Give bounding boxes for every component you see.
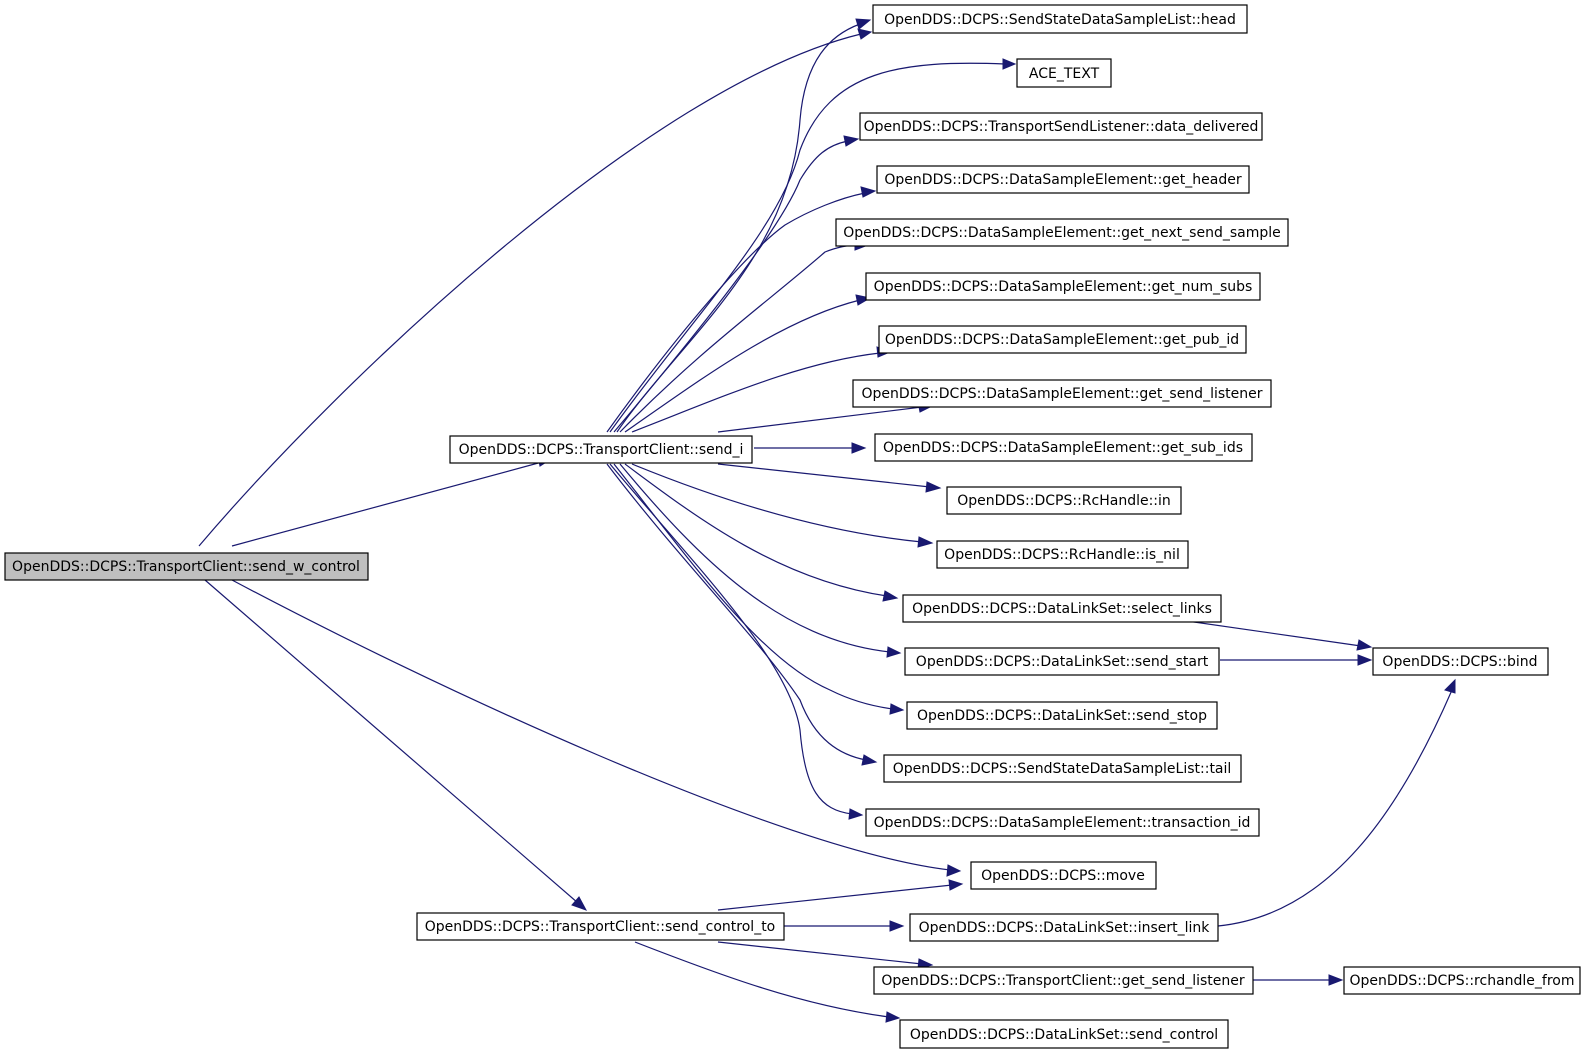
edge-send-w-control-to-head <box>198 28 873 547</box>
edge-send-w-control-to-send-control-to <box>204 579 588 911</box>
node-rc-in[interactable]: OpenDDS::DCPS::RcHandle::in <box>946 486 1182 515</box>
node-label-send-w-control: OpenDDS::DCPS::TransportClient::send_w_c… <box>12 559 360 575</box>
node-get-next-send-sample[interactable]: OpenDDS::DCPS::DataSampleElement::get_ne… <box>835 218 1289 247</box>
node-label-get-num-subs: OpenDDS::DCPS::DataSampleElement::get_nu… <box>874 279 1253 295</box>
edge-send-i-to-send-start <box>619 463 902 658</box>
node-label-get-pub-id: OpenDDS::DCPS::DataSampleElement::get_pu… <box>885 332 1239 348</box>
node-label-rchandle-from: OpenDDS::DCPS::rchandle_from <box>1349 973 1574 989</box>
node-tc-get-send-listener[interactable]: OpenDDS::DCPS::TransportClient::get_send… <box>873 966 1254 995</box>
edge-select-links-to-bind <box>1179 619 1373 651</box>
node-rchandle-from[interactable]: OpenDDS::DCPS::rchandle_from <box>1343 966 1581 995</box>
node-dse-get-send-listener[interactable]: OpenDDS::DCPS::DataSampleElement::get_se… <box>852 379 1272 408</box>
node-send-start[interactable]: OpenDDS::DCPS::DataLinkSet::send_start <box>904 647 1220 676</box>
node-ace-text[interactable]: ACE_TEXT <box>1016 58 1112 88</box>
edge-send-i-to-rc-in <box>717 463 942 493</box>
edge-send-i-to-transaction-id <box>609 463 864 820</box>
node-label-send-control: OpenDDS::DCPS::DataLinkSet::send_control <box>910 1027 1218 1043</box>
node-insert-link[interactable]: OpenDDS::DCPS::DataLinkSet::insert_link <box>909 913 1219 942</box>
call-edges <box>198 18 1456 1023</box>
node-label-data-delivered: OpenDDS::DCPS::TransportSendListener::da… <box>864 119 1259 135</box>
edge-send-i-to-select-links <box>624 463 899 602</box>
node-send-i[interactable]: OpenDDS::DCPS::TransportClient::send_i <box>449 435 753 464</box>
node-get-pub-id[interactable]: OpenDDS::DCPS::DataSampleElement::get_pu… <box>878 325 1247 354</box>
node-label-move: OpenDDS::DCPS::move <box>981 868 1145 884</box>
edge-send-control-to-to-tc-get-send-listener <box>717 941 934 970</box>
node-label-dse-get-send-listener: OpenDDS::DCPS::DataSampleElement::get_se… <box>862 386 1263 402</box>
node-rc-is-nil[interactable]: OpenDDS::DCPS::RcHandle::is_nil <box>936 540 1189 569</box>
node-get-num-subs[interactable]: OpenDDS::DCPS::DataSampleElement::get_nu… <box>865 272 1261 301</box>
edge-send-i-to-send-stop <box>613 463 905 715</box>
edge-send-i-to-ace-text <box>609 58 1017 433</box>
node-label-get-sub-ids: OpenDDS::DCPS::DataSampleElement::get_su… <box>883 440 1243 456</box>
edge-send-i-to-get-pub-id <box>631 346 892 433</box>
node-bind[interactable]: OpenDDS::DCPS::bind <box>1372 647 1549 676</box>
node-label-send-stop: OpenDDS::DCPS::DataLinkSet::send_stop <box>917 708 1207 724</box>
node-send-w-control[interactable]: OpenDDS::DCPS::TransportClient::send_w_c… <box>4 552 369 581</box>
node-label-ace-text: ACE_TEXT <box>1029 66 1100 82</box>
node-head[interactable]: OpenDDS::DCPS::SendStateDataSampleList::… <box>872 4 1248 34</box>
edge-send-i-to-data-delivered <box>613 135 860 433</box>
node-label-get-header: OpenDDS::DCPS::DataSampleElement::get_he… <box>884 172 1241 188</box>
node-data-delivered[interactable]: OpenDDS::DCPS::TransportSendListener::da… <box>859 112 1263 141</box>
node-label-rc-is-nil: OpenDDS::DCPS::RcHandle::is_nil <box>944 547 1180 563</box>
node-send-control-to[interactable]: OpenDDS::DCPS::TransportClient::send_con… <box>416 912 785 941</box>
node-label-tail: OpenDDS::DCPS::SendStateDataSampleList::… <box>893 761 1232 777</box>
edge-send-i-to-get-sub-ids <box>754 442 867 454</box>
node-label-select-links: OpenDDS::DCPS::DataLinkSet::select_links <box>912 601 1212 617</box>
node-label-tc-get-send-listener: OpenDDS::DCPS::TransportClient::get_send… <box>881 973 1245 989</box>
edge-send-start-to-bind <box>1220 654 1373 666</box>
edge-send-control-to-to-send-control <box>634 941 901 1023</box>
node-label-rc-in: OpenDDS::DCPS::RcHandle::in <box>957 493 1171 509</box>
node-label-bind: OpenDDS::DCPS::bind <box>1382 654 1537 670</box>
call-nodes: OpenDDS::DCPS::TransportClient::send_w_c… <box>4 4 1581 1049</box>
node-move[interactable]: OpenDDS::DCPS::move <box>970 861 1157 890</box>
edge-send-i-to-tail <box>606 463 878 766</box>
node-transaction-id[interactable]: OpenDDS::DCPS::DataSampleElement::transa… <box>865 808 1260 837</box>
edge-send-w-control-to-move <box>231 579 962 877</box>
node-label-head: OpenDDS::DCPS::SendStateDataSampleList::… <box>884 12 1236 28</box>
edge-send-control-to-to-move <box>717 879 964 911</box>
node-send-stop[interactable]: OpenDDS::DCPS::DataLinkSet::send_stop <box>906 701 1218 730</box>
node-tail[interactable]: OpenDDS::DCPS::SendStateDataSampleList::… <box>883 754 1242 783</box>
edge-send-i-to-get-next-send-sample <box>619 239 870 433</box>
edge-send-i-to-get-header <box>606 186 877 433</box>
node-send-control[interactable]: OpenDDS::DCPS::DataLinkSet::send_control <box>899 1019 1229 1049</box>
edge-send-w-control-to-send-i <box>231 455 553 547</box>
edge-send-control-to-to-insert-link <box>784 920 905 932</box>
node-select-links[interactable]: OpenDDS::DCPS::DataLinkSet::select_links <box>902 594 1222 623</box>
node-label-insert-link: OpenDDS::DCPS::DataLinkSet::insert_link <box>919 920 1211 936</box>
node-label-get-next-send-sample: OpenDDS::DCPS::DataSampleElement::get_ne… <box>843 225 1280 241</box>
edge-insert-link-to-bind <box>1217 678 1456 927</box>
node-label-send-control-to: OpenDDS::DCPS::TransportClient::send_con… <box>425 919 776 935</box>
node-get-sub-ids[interactable]: OpenDDS::DCPS::DataSampleElement::get_su… <box>874 433 1253 462</box>
node-label-send-start: OpenDDS::DCPS::DataLinkSet::send_start <box>916 654 1209 670</box>
edge-get-send-listener-to-rchandle-from <box>1250 974 1344 986</box>
node-get-header[interactable]: OpenDDS::DCPS::DataSampleElement::get_he… <box>876 165 1250 194</box>
node-label-transaction-id: OpenDDS::DCPS::DataSampleElement::transa… <box>874 815 1251 831</box>
node-label-send-i: OpenDDS::DCPS::TransportClient::send_i <box>459 442 744 458</box>
edge-send-i-to-rc-is-nil <box>631 463 934 548</box>
